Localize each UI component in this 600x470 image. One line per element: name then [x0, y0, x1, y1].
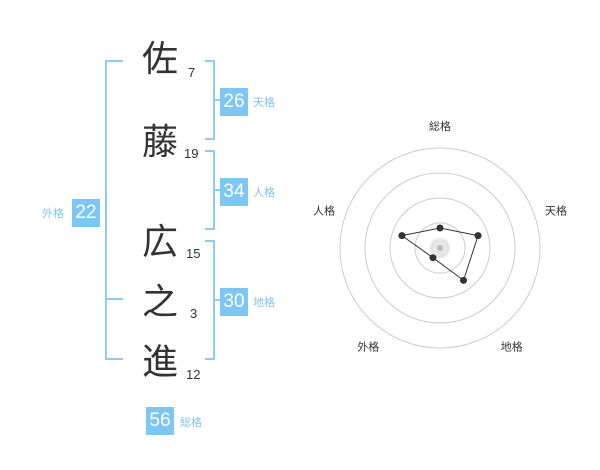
jinkaku-bracket-tick — [215, 189, 221, 191]
chikaku-bracket — [205, 240, 215, 360]
radar-ring-1 — [414, 222, 466, 274]
jinkaku-label: 人格 — [253, 186, 275, 199]
radar-axis-label-4: 外格 — [357, 340, 379, 354]
gaikaku-bracket — [105, 60, 123, 360]
gaikaku-label: 外格 — [42, 207, 64, 220]
tenkaku-bracket-tick — [215, 99, 221, 101]
chikaku-label: 地格 — [253, 296, 275, 309]
radar-axis-label-1: 総格 — [429, 119, 451, 133]
radar-point-4 — [429, 254, 437, 262]
stroke-count-5: 12 — [186, 367, 201, 382]
name-char-1: 佐 — [142, 39, 179, 80]
stroke-count-1: 7 — [188, 65, 196, 80]
stroke-count-2: 19 — [184, 146, 199, 161]
jinkaku-bracket — [205, 150, 215, 230]
stroke-count-3: 15 — [186, 246, 201, 261]
radar-axis-label-2: 天格 — [545, 203, 567, 217]
name-char-5: 進 — [142, 342, 179, 383]
radar-point-3 — [460, 276, 468, 284]
tenkaku-value-badge: 26 — [220, 88, 248, 116]
radar-ring-2 — [389, 197, 491, 299]
chikaku-value-badge: 30 — [220, 288, 248, 316]
tenkaku-label: 天格 — [253, 96, 275, 109]
gaikaku-value-badge: 22 — [72, 199, 100, 227]
name-char-2: 藤 — [142, 122, 179, 163]
gaikaku-bracket-midline — [105, 298, 123, 300]
name-char-3: 広 — [142, 222, 179, 263]
radar-point-5 — [398, 232, 406, 240]
soukaku-label: 総格 — [180, 416, 202, 429]
radar-data-polygon — [400, 227, 479, 282]
soukaku-value-badge: 56 — [146, 407, 174, 435]
name-char-4: 之 — [142, 282, 179, 323]
chikaku-bracket-tick — [215, 299, 221, 301]
stroke-count-4: 3 — [190, 306, 198, 321]
radar-center-dot — [437, 245, 443, 251]
radar-ring-3 — [364, 172, 516, 324]
jinkaku-value-badge: 34 — [220, 178, 248, 206]
radar-point-1 — [436, 224, 444, 232]
radar-axis-label-5: 人格 — [313, 203, 335, 217]
radar-ring-4 — [339, 147, 541, 349]
radar-axis-label-3: 地格 — [501, 340, 523, 354]
radar-point-2 — [474, 232, 482, 240]
tenkaku-bracket — [205, 60, 215, 140]
